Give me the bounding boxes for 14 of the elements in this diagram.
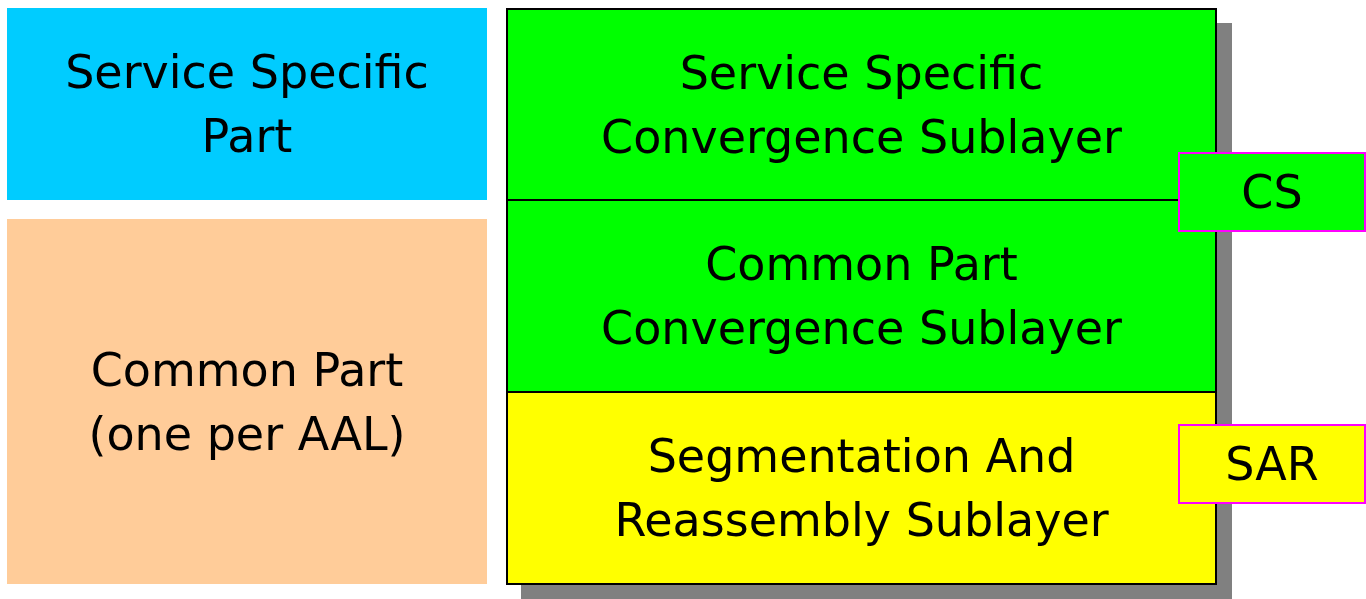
tag-box [1178,152,1366,232]
layer-label: Service Specific Part [64,44,430,165]
part-box [7,219,487,584]
layer-label: SAR [1225,436,1319,493]
tag-box [1178,424,1366,504]
sublayer-box [506,8,1217,201]
part-box [7,8,487,200]
layer-label: Common Part (one per AAL) [87,341,407,463]
sublayer-box [506,199,1217,393]
sublayer-box [506,391,1217,585]
layer-label: Segmentation And Reassembly Sublayer [613,428,1110,549]
layer-label: CS [1241,164,1303,221]
layer-label: Common Part Convergence Sublayer [600,236,1123,357]
layer-label: Service Specific Convergence Sublayer [600,44,1123,166]
